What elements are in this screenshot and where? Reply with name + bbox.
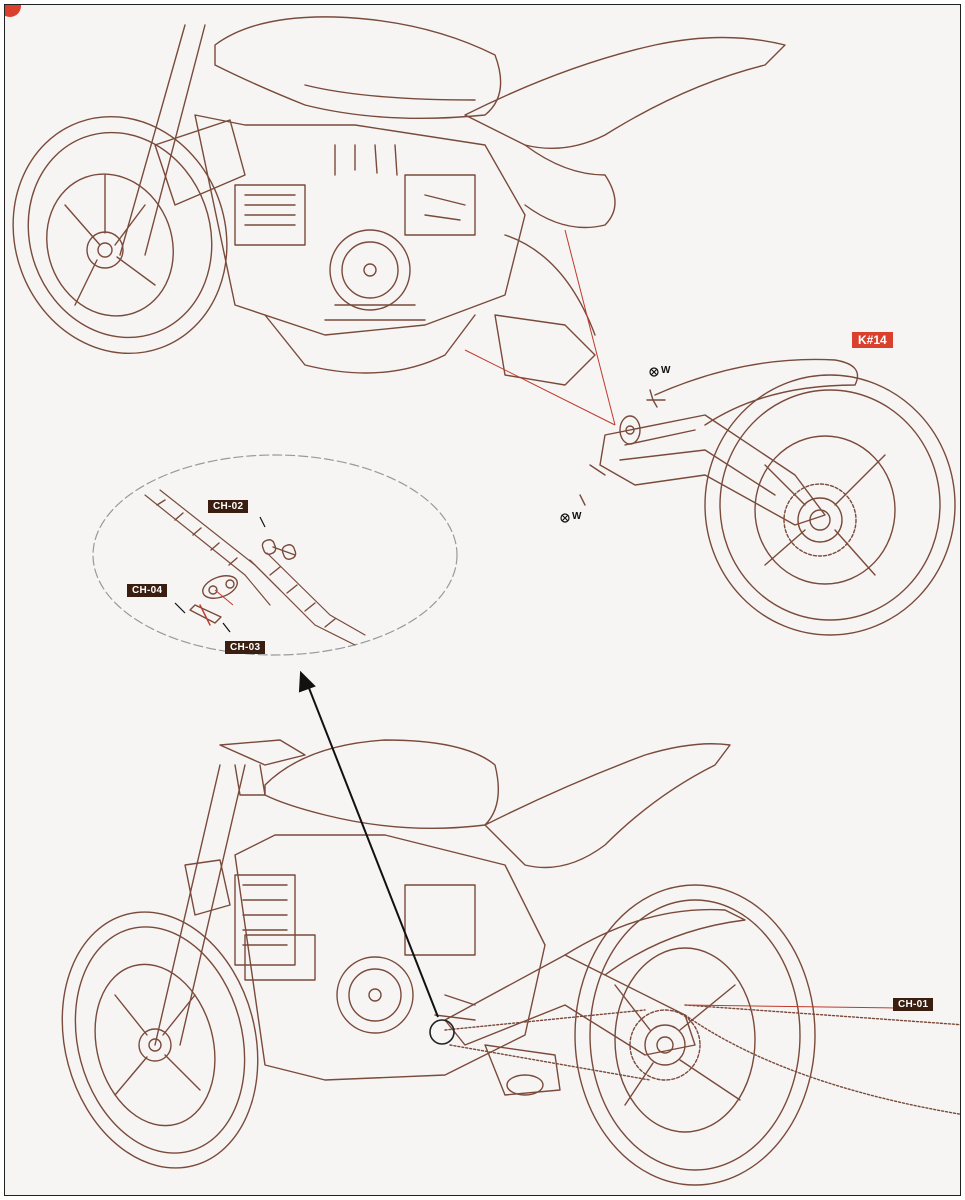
leader-lines [214, 229, 896, 1009]
callout-ch-02: CH-02 [208, 500, 249, 513]
top-motorcycle-illustration [12, 16, 786, 386]
callout-ch-01: CH-01 [893, 998, 934, 1011]
callout-arrows [174, 516, 266, 633]
fastener-label-top: W [661, 365, 671, 376]
callout-ch-04: CH-04 [127, 584, 168, 597]
fastener-symbols [560, 367, 659, 523]
chain-detail-zoom [92, 454, 458, 656]
kit-step-badge: K#14 [852, 332, 893, 348]
swingarm-detail-illustration [579, 358, 956, 636]
zoom-arrow [298, 670, 439, 1018]
fastener-label-bottom: W [572, 511, 582, 522]
assembly-drawing [12, 16, 960, 1186]
step-number-badge [5, 5, 21, 17]
instruction-page: K#14 W W CH-02 CH-04 CH-03 CH-01 [4, 4, 961, 1196]
callout-ch-03: CH-03 [225, 641, 266, 654]
bottom-motorcycle-illustration [61, 739, 960, 1186]
